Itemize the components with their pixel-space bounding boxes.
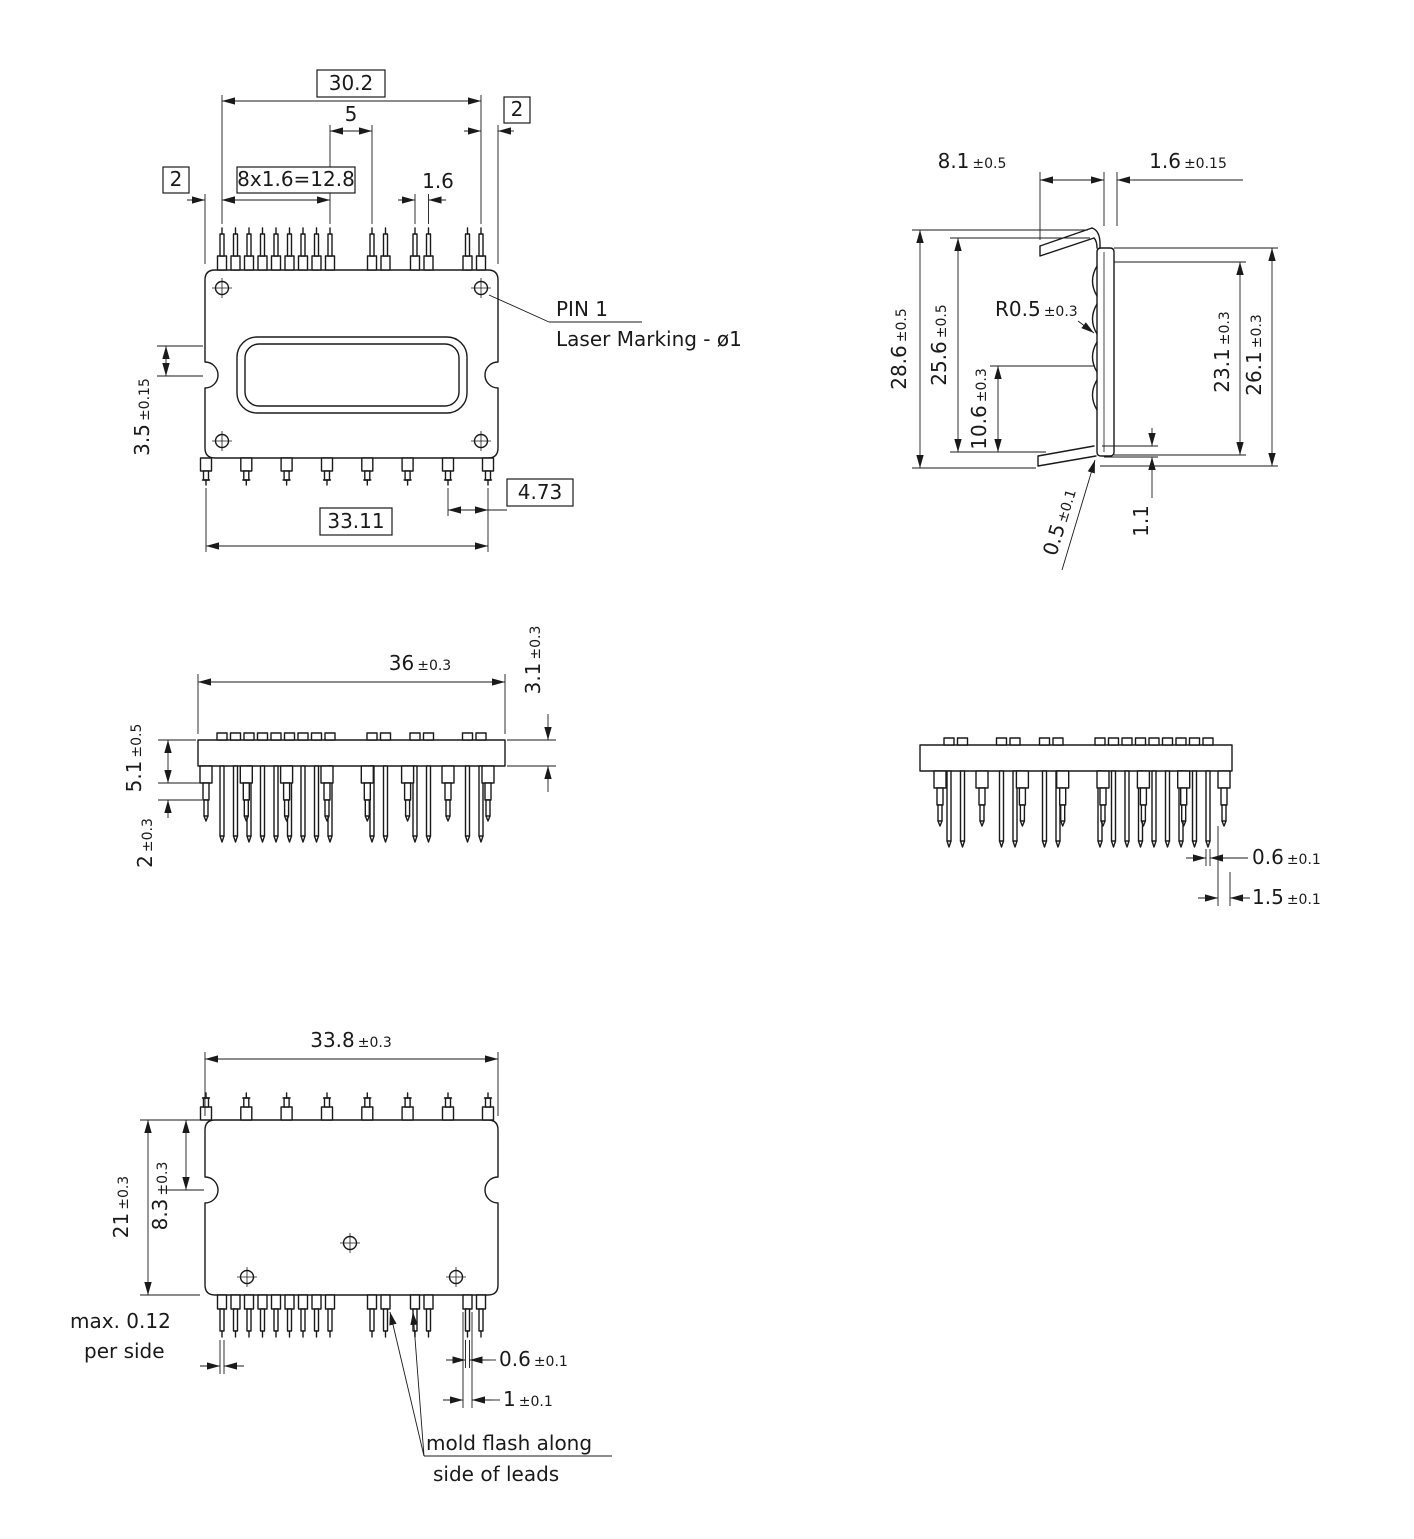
dim-30-2: 30.2: [329, 71, 374, 95]
dim-box-pitch-group: [236, 166, 356, 194]
note-mold-flash-2: side of leads: [433, 1462, 559, 1486]
dim-box-4-73: [506, 478, 574, 507]
dim-5: 5: [345, 102, 358, 126]
dim-1-bottom: 1±0.1: [503, 1387, 553, 1411]
dim-1-6: 1.6: [422, 169, 454, 193]
dim-5-1: 5.1±0.5: [122, 724, 146, 793]
top-view: 30.2 5 2 8x1.6=12.8 1.6 2 PIN 1 Laser Ma…: [130, 69, 742, 552]
side-view: 8.1±0.5 1.6±0.15 28.6±0.5 25.6±0.5 10.6±…: [887, 149, 1278, 571]
bottom-view-outline: [204, 1119, 499, 1296]
rear-view: 0.6±0.1 1.5±0.1: [919, 737, 1321, 909]
dim-r0-5: R0.5±0.3: [995, 297, 1078, 321]
pin1-label: PIN 1: [556, 297, 608, 321]
bottom-view: 33.8±0.3 21±0.3 8.3±0.3 max. 0.12 per si…: [70, 1028, 612, 1486]
dim-4-73: 4.73: [518, 480, 563, 504]
dim-33-11: 33.11: [327, 509, 384, 533]
pin1-laser-label: Laser Marking - ø1: [556, 327, 742, 351]
dim-box-2-right: [503, 96, 531, 124]
dim-1-1: 1.1: [1129, 505, 1153, 537]
rear-view-pins: [933, 770, 1231, 848]
dim-1-5-rear: 1.5±0.1: [1252, 885, 1321, 909]
front-view-pins: [199, 765, 495, 843]
dim-0-6-bottom: 0.6±0.1: [499, 1347, 568, 1371]
dim-pitch-group: 8x1.6=12.8: [237, 167, 355, 191]
note-flash-max-1: max. 0.12: [70, 1309, 171, 1333]
dim-21: 21±0.3: [109, 1176, 133, 1238]
dim-0-5: 0.5±0.1: [1038, 486, 1081, 559]
dim-2-right: 2: [511, 97, 524, 121]
side-view-dimensions: 8.1±0.5 1.6±0.15 28.6±0.5 25.6±0.5 10.6±…: [887, 149, 1278, 571]
front-view: 36±0.3 3.1±0.3 5.1±0.5 2±0.3: [122, 626, 556, 868]
side-view-outline: [1037, 227, 1115, 467]
dim-10-6: 10.6±0.3: [967, 368, 991, 450]
dim-28-6: 28.6±0.5: [887, 308, 911, 390]
dim-8-1: 8.1±0.5: [938, 149, 1007, 173]
dim-0-6-rear: 0.6±0.1: [1252, 845, 1321, 869]
bottom-view-dimensions: 33.8±0.3 21±0.3 8.3±0.3 max. 0.12 per si…: [70, 1028, 612, 1486]
dim-lead-1-6: 1.6±0.15: [1149, 149, 1227, 173]
dim-36: 36±0.3: [389, 651, 451, 675]
dim-2-standoff: 2±0.3: [133, 818, 157, 868]
dim-8-3: 8.3±0.3: [148, 1162, 172, 1231]
dim-3-1: 3.1±0.3: [521, 626, 545, 695]
dim-23-1: 23.1±0.3: [1210, 311, 1234, 393]
dim-3-5: 3.5±0.15: [130, 378, 154, 456]
dim-box-30-2: [316, 69, 386, 98]
dim-box-33-11: [319, 507, 393, 536]
front-view-outline: [197, 732, 506, 767]
top-view-dimensions: 30.2 5 2 8x1.6=12.8 1.6 2 PIN 1 Laser Ma…: [130, 69, 742, 552]
top-view-outline: [204, 269, 499, 459]
note-flash-max-2: per side: [84, 1339, 165, 1363]
dim-box-2-left: [162, 166, 190, 194]
top-view-lid: [211, 277, 492, 452]
rear-view-outline: [919, 737, 1233, 772]
dim-2-left: 2: [170, 167, 183, 191]
front-view-dimensions: 36±0.3 3.1±0.3 5.1±0.5 2±0.3: [122, 626, 556, 868]
note-mold-flash-1: mold flash along: [426, 1431, 592, 1455]
rear-view-dimensions: 0.6±0.1 1.5±0.1: [1186, 826, 1321, 909]
dim-33-8: 33.8±0.3: [310, 1028, 392, 1052]
dim-26-1: 26.1±0.3: [1242, 314, 1266, 396]
dim-25-6: 25.6±0.5: [927, 304, 951, 386]
